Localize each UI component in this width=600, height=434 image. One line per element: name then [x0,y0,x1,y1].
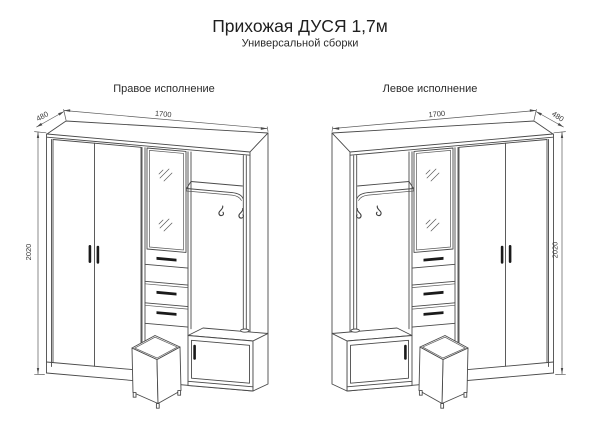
mirror-hatch [425,168,440,182]
sheet-subtitle: Универсальной сборки [242,38,359,50]
mirror-hatch [158,168,173,182]
view-label: Правое исполнение [113,83,215,95]
drawing-left-execution: Левое исполнение 1700 480 2020 [331,83,567,409]
mirror-hatch [158,218,173,232]
drawing-right-execution: Правое исполнение 1700 480 2020 [24,83,269,409]
unit-lineart-mirrored [331,108,567,409]
dim-height: 2020 [551,242,560,259]
dim-depth: 480 [550,109,565,123]
dim-width: 1700 [428,109,445,119]
dim-depth: 480 [35,109,50,123]
mirror-hatch [425,218,440,232]
sheet-title: Прихожая ДУСЯ 1,7м [212,16,388,36]
dim-width: 1700 [155,109,172,119]
dim-height: 2020 [24,244,33,261]
unit-lineart [33,108,269,409]
view-label: Левое исполнение [383,83,478,95]
